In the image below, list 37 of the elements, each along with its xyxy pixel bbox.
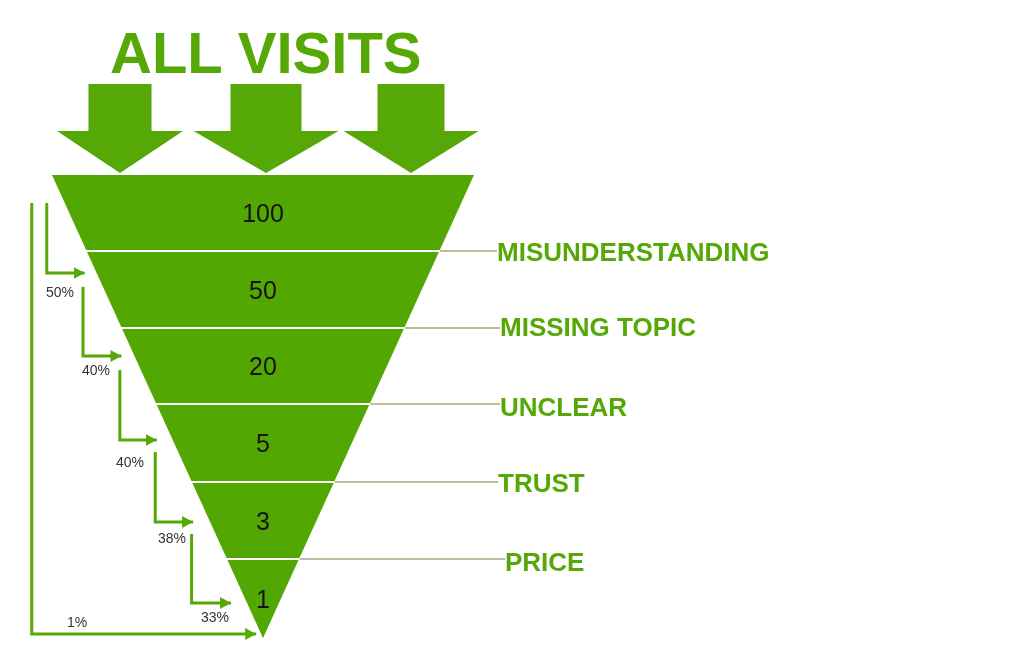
funnel-segment <box>156 405 370 481</box>
leader-line <box>404 327 501 329</box>
visit-count: 50 <box>249 275 277 304</box>
edge-label: 38% <box>157 530 188 546</box>
block-arrow <box>343 84 479 173</box>
leader-line <box>439 250 498 252</box>
elbow-arrow <box>81 287 122 362</box>
reason-label: MISUNDERSTANDING <box>497 237 770 267</box>
visit-count: 5 <box>256 429 270 457</box>
elbow-arrow <box>153 452 194 528</box>
visit-count: 1 <box>256 585 270 613</box>
funnel-segment <box>52 175 474 250</box>
edge-label: 50% <box>45 284 76 300</box>
block-arrow <box>193 84 339 173</box>
reason-label: MISSING TOPIC <box>500 312 696 342</box>
edge-label: 40% <box>81 362 112 378</box>
leader-line <box>333 481 499 483</box>
edge-label: 1% <box>66 614 89 630</box>
funnel-segment <box>192 483 334 558</box>
edge-label: 40% <box>115 454 146 470</box>
funnel-heading: ALL VISITS <box>110 22 422 84</box>
leader-line <box>298 558 506 560</box>
funnel-segment <box>122 329 404 403</box>
edge-label: 33% <box>200 609 231 625</box>
elbow-arrow <box>190 534 232 609</box>
elbow-arrow <box>45 203 85 279</box>
visit-count: 100 <box>242 198 284 227</box>
reason-label: UNCLEAR <box>500 392 628 422</box>
elbow-arrow <box>118 370 157 446</box>
visit-count: 20 <box>249 352 277 380</box>
funnel-segment <box>87 252 439 327</box>
block-arrow <box>57 84 183 173</box>
visit-count: 3 <box>256 506 270 535</box>
reason-label: TRUST <box>498 468 585 498</box>
elbow-arrow <box>30 203 257 640</box>
leader-line <box>369 403 501 405</box>
reason-label: PRICE <box>505 547 585 577</box>
